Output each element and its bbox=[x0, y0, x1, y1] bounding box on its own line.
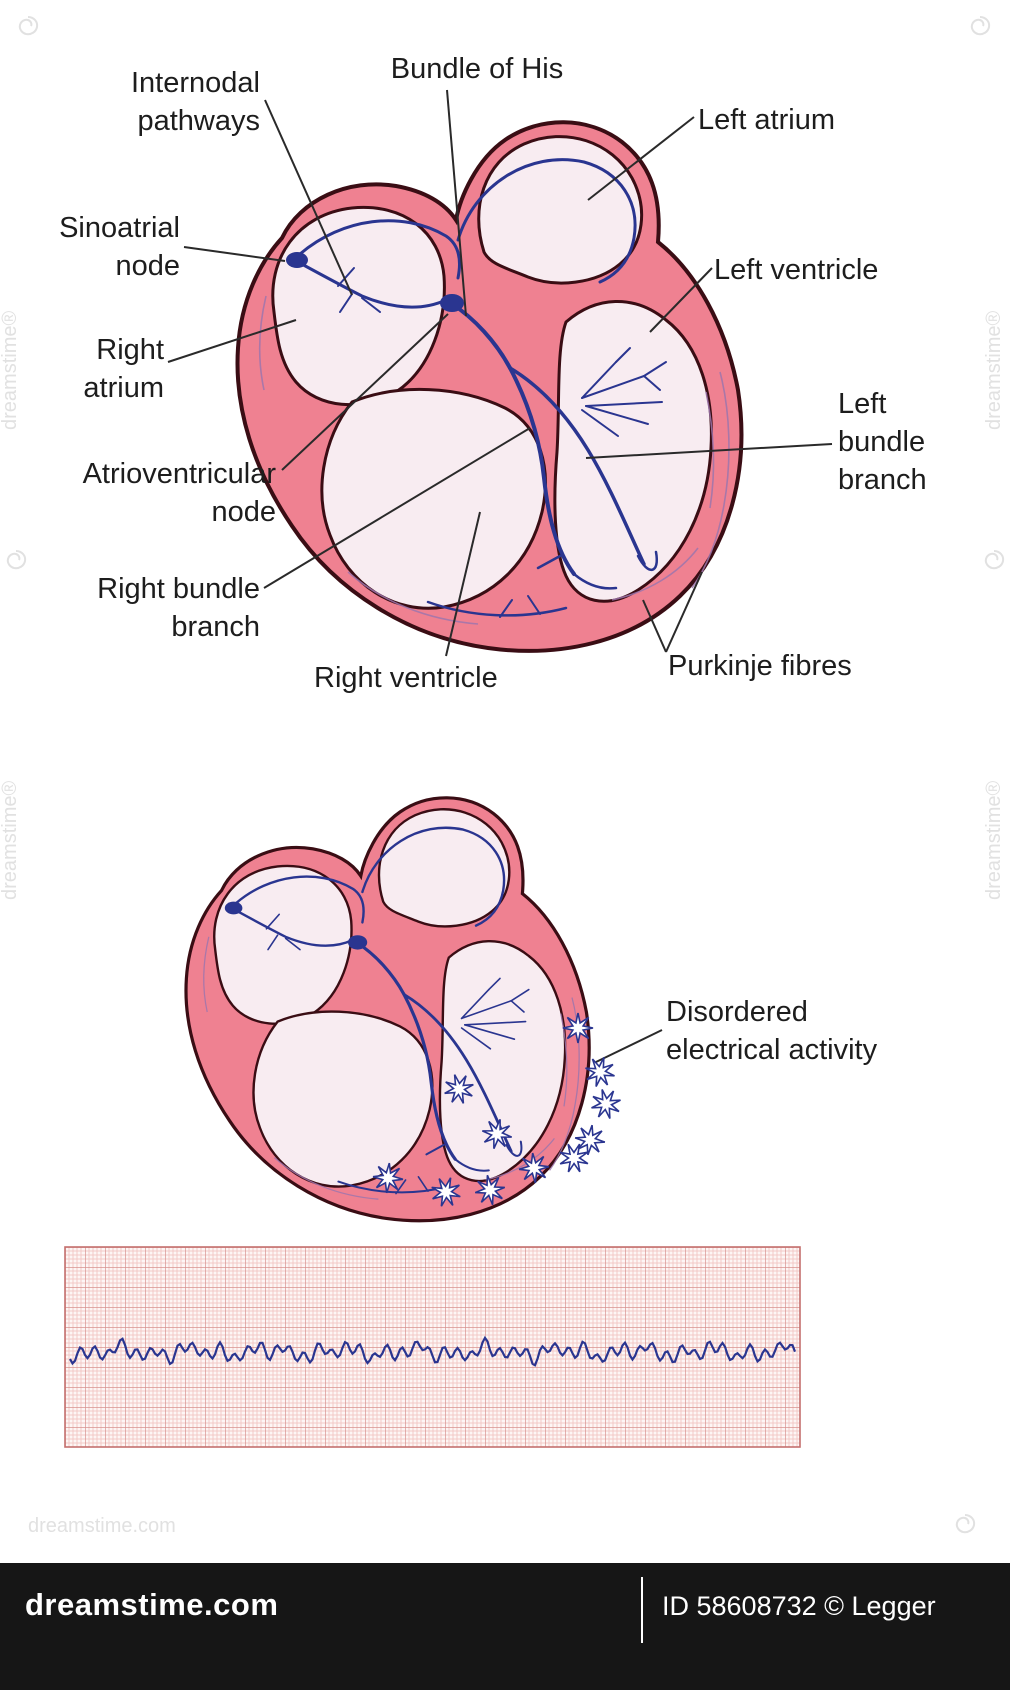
leader-right-ventricle bbox=[445, 511, 481, 657]
leader-right-atrium bbox=[167, 319, 297, 363]
watermark-swirl-icon bbox=[6, 550, 27, 570]
leader-atrioventricular-node bbox=[281, 313, 449, 471]
label-right-ventricle: Right ventricle bbox=[314, 662, 498, 694]
label-left-ventricle: Left ventricle bbox=[714, 254, 879, 286]
footer-image-id: ID 58608732 © Legger bbox=[662, 1591, 936, 1621]
ecg-trace bbox=[69, 1335, 797, 1367]
watermark-text: dreamstime® bbox=[983, 311, 1005, 430]
watermark-site-text: dreamstime.com bbox=[28, 1515, 176, 1537]
heart-diagram-normal bbox=[235, 120, 744, 653]
leader-sinoatrial-node bbox=[183, 246, 286, 262]
watermark-text: dreamstime® bbox=[0, 311, 21, 430]
label-sinoatrial-node: Sinoatrial node bbox=[59, 212, 180, 282]
footer-brand: dreamstime.com bbox=[25, 1587, 279, 1622]
leader-left-bundle-branch bbox=[585, 443, 833, 459]
heart-diagram-fibrillation bbox=[184, 796, 591, 1223]
leader-lines bbox=[167, 89, 833, 1063]
label-right-atrium: Right atrium bbox=[83, 334, 164, 404]
watermarks: dreamstime® dreamstime® dreamstime® drea… bbox=[0, 16, 1005, 1537]
footer-bar: dreamstime.com ID 58608732 © Legger bbox=[0, 1563, 1010, 1690]
ecg-strip bbox=[64, 1246, 801, 1448]
label-purkinje-fibres: Purkinje fibres bbox=[668, 650, 852, 682]
watermark-text: dreamstime® bbox=[983, 781, 1005, 900]
leader-purkinje-fibres-1 bbox=[642, 599, 667, 653]
leader-disordered-activity bbox=[595, 1029, 663, 1063]
leader-bundle-of-his bbox=[446, 89, 467, 317]
leader-left-atrium bbox=[587, 116, 695, 201]
label-atrioventricular-node: Atrioventricular node bbox=[82, 458, 276, 528]
label-right-bundle-branch: Right bundle branch bbox=[97, 573, 260, 643]
label-internodal-pathways: Internodal pathways bbox=[131, 67, 260, 137]
watermark-swirl-icon bbox=[955, 1514, 976, 1534]
label-bundle-of-his: Bundle of His bbox=[390, 53, 564, 85]
leader-internodal-pathways bbox=[264, 99, 353, 296]
watermark-swirl-icon bbox=[984, 550, 1005, 570]
label-left-atrium: Left atrium bbox=[698, 104, 835, 136]
footer-divider bbox=[641, 1577, 643, 1643]
leader-purkinje-fibres-2 bbox=[665, 571, 703, 653]
ecg-paper bbox=[64, 1246, 801, 1448]
leader-left-ventricle bbox=[649, 267, 713, 333]
label-disordered-electrical-activity: Disordered electrical activity bbox=[666, 996, 878, 1066]
label-left-bundle-branch: Left bundle branch bbox=[838, 388, 927, 496]
watermark-swirl-icon bbox=[18, 16, 39, 36]
watermark-text: dreamstime® bbox=[0, 781, 21, 900]
leader-right-bundle-branch bbox=[263, 427, 531, 589]
watermark-swirl-icon bbox=[970, 16, 991, 36]
